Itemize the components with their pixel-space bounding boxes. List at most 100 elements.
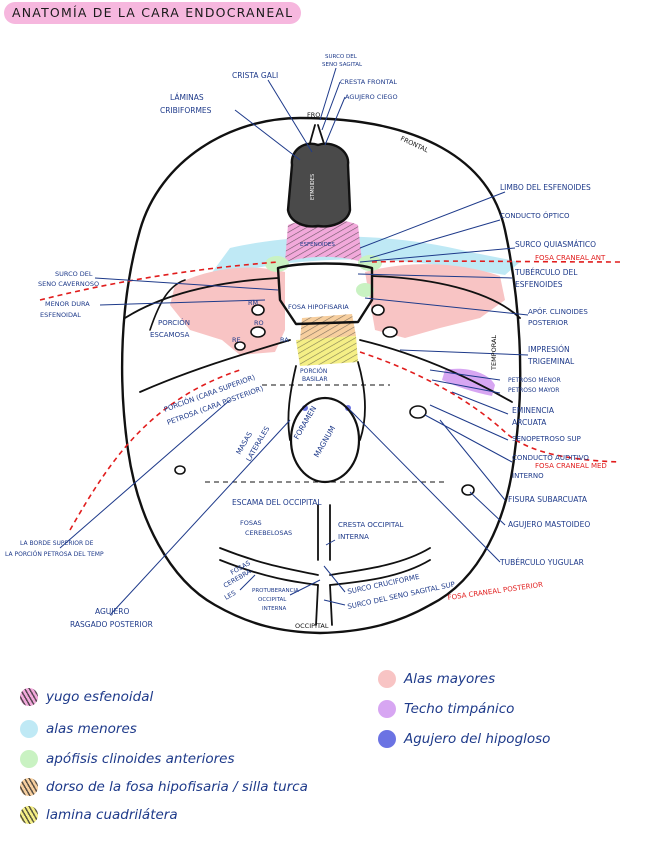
label-fosa-media: FOSA CRANEAL MED — [535, 462, 607, 470]
anterior-middle-left-border — [124, 277, 279, 319]
legend-item-dorso: dorso de la fosa hipofisaria / silla tur… — [20, 778, 308, 796]
legend-item-alas-menores: alas menores — [20, 720, 137, 738]
foramen-oval-right — [382, 326, 398, 338]
occipital-lower-crest — [315, 584, 333, 626]
label-mastoideo: AGUJERO MASTOIDEO — [508, 520, 590, 529]
label-fisura: FISURA SUBARCUATA — [508, 495, 588, 504]
label-limbo: LIMBO DEL ESFENOIDES — [500, 183, 591, 192]
label-conducto-optico: CONDUCTO ÓPTICO — [500, 211, 570, 220]
leader-tuberculo — [357, 273, 513, 279]
leader-cresta-frontal — [321, 81, 341, 131]
label-rasgado-1: AGUJERO — [95, 607, 129, 616]
leader-impresion — [399, 349, 529, 356]
label-conducto-auditivo-2: INTERNO — [512, 472, 544, 480]
foramen-rotundo-right — [371, 304, 385, 316]
leader-laminas — [234, 109, 301, 161]
title-highlight: ANATOMÍA DE LA CARA ENDOCRANEAL — [4, 2, 302, 24]
label-bone-frontal: FRONTAL — [399, 135, 430, 155]
label-fosa-anterior: FOSA CRANEAL ANT — [535, 254, 606, 262]
label-laminas-1: LÁMINAS — [170, 93, 204, 102]
legend-swatch-alas-mayores — [378, 670, 396, 688]
label-menor-ala-1: MENOR DURA — [45, 300, 90, 308]
dorso-silla-hatch — [300, 314, 356, 340]
conducto-auditivo-right — [409, 405, 427, 419]
label-impresion-1: IMPRESIÓN — [528, 345, 570, 354]
label-laminas-2: CRIBIFORMES — [160, 106, 212, 115]
ala-mayor-left-region — [170, 267, 285, 355]
label-bone-occipital: OCCIPITAL — [295, 622, 329, 630]
leader-crista-gali — [267, 79, 313, 153]
transverse-sulcus — [219, 547, 431, 576]
label-cresta-occipital-2: INTERNA — [338, 533, 369, 541]
label-surco-sagital-2: SENO SAGITAL — [322, 62, 363, 68]
foramen-spinosum-left — [234, 341, 246, 351]
label-surco-sagital-1: SURCO DEL — [325, 54, 358, 60]
label-foramen-rm: RM — [248, 299, 258, 307]
label-clinoides-1: APÓF. CLINOIDES — [528, 307, 588, 316]
label-fosas-cerebrales-3: LES — [223, 589, 237, 602]
label-petroso-mayor: PETROSO MAYOR — [508, 387, 559, 394]
label-agujero-ciego: AGUJERO CIEGO — [345, 93, 398, 101]
label-bone-temporal: TEMPORAL — [490, 335, 498, 371]
label-crista-gali: CRISTA GALI — [232, 71, 278, 80]
legend-label-alas-menores: alas menores — [46, 721, 137, 737]
yugo-hatch — [285, 219, 362, 262]
leader-fosas-cerebrales — [239, 574, 256, 591]
label-etmoides: ETMOIDES — [310, 174, 316, 200]
legend-item-techo: Techo timpánico — [378, 700, 514, 718]
legend-swatch-yugo — [20, 688, 38, 706]
fosa-anterior-boundary — [39, 260, 621, 301]
label-cresta-frontal: CRESTA FRONTAL — [340, 78, 397, 86]
label-escamosa-1: PORCIÓN — [158, 318, 190, 327]
label-seno-cavernoso-2: SENO CAVERNOSO — [38, 280, 99, 288]
leader-protuberancia — [289, 579, 321, 596]
leader-surco-quiasm — [359, 247, 516, 263]
petrous-left — [139, 339, 291, 393]
label-foramen-ra: RA — [280, 336, 289, 344]
label-clinoides-2: POSTERIOR — [528, 319, 568, 327]
label-senopetroso: SENOPETROSO SUP — [512, 435, 581, 443]
transverse-sulcus-lower — [219, 559, 431, 586]
label-surco-quiasmatico: SURCO QUIASMÁTICO — [515, 240, 596, 249]
leader-cresta-occipital — [325, 539, 336, 546]
legend-label-yugo: yugo esfenoidal — [46, 689, 154, 705]
occipital-crest — [317, 504, 331, 561]
label-borde-2: LA PORCIÓN PETROSA DEL TEMP — [5, 551, 104, 558]
label-escama-occipital: ESCAMA DEL OCCIPITAL — [232, 498, 322, 507]
lamina-hatch — [296, 336, 358, 366]
foramen-oval-left — [250, 326, 266, 338]
clivus-left — [287, 365, 297, 441]
leader-mastoideo — [469, 491, 506, 526]
label-foramen-2: MAGNUM — [312, 424, 337, 459]
ala-mayor-right-region — [365, 264, 505, 338]
legend-label-lamina: lamina cuadrilátera — [46, 807, 178, 823]
label-basilar-1: PORCIÓN — [300, 368, 327, 375]
label-fosa-posterior: FOSA CRANEAL POSTERIOR — [447, 581, 543, 602]
label-tuberculo-2: ESFENOIDES — [515, 280, 563, 289]
legend-item-clinoides: apófisis clinoides anteriores — [20, 750, 235, 768]
label-bone-fro: FRO — [307, 111, 320, 119]
legend-item-hipogloso: Agujero del hipogloso — [378, 730, 550, 748]
leader-clinoides-post — [364, 297, 529, 316]
legend-label-clinoides: apófisis clinoides anteriores — [46, 751, 235, 767]
legend-swatch-dorso — [20, 778, 38, 796]
label-foramen-re: RE — [232, 336, 241, 344]
label-eminencia-1: EMINENCIA — [512, 406, 555, 415]
label-borde-1: LA BORDE SUPERIOR DE — [20, 540, 94, 547]
leader-menor-ala — [99, 299, 266, 306]
legend-label-hipogloso: Agujero del hipogloso — [404, 731, 551, 747]
label-protuberancia-1: PROTUBERANCIA — [252, 588, 299, 594]
label-protuberancia-2: OCCIPITAL — [258, 597, 287, 603]
fosa-media-boundary — [69, 351, 621, 531]
leader-petroso-menor — [429, 369, 501, 381]
leader-surco-sagital-sup — [323, 599, 346, 606]
clinoides-right-2 — [356, 283, 374, 297]
legend-label-techo: Techo timpánico — [404, 701, 515, 717]
label-menor-ala-2: ESFENOIDAL — [40, 311, 81, 319]
page-title: ANATOMÍA DE LA CARA ENDOCRANEAL — [12, 5, 294, 20]
legend-left: yugo esfenoidal alas menores apófisis cl… — [20, 688, 340, 828]
label-escamosa-2: ESCAMOSA — [150, 331, 190, 339]
leader-rasgado — [109, 419, 291, 616]
legend-label-dorso: dorso de la fosa hipofisaria / silla tur… — [46, 779, 308, 795]
